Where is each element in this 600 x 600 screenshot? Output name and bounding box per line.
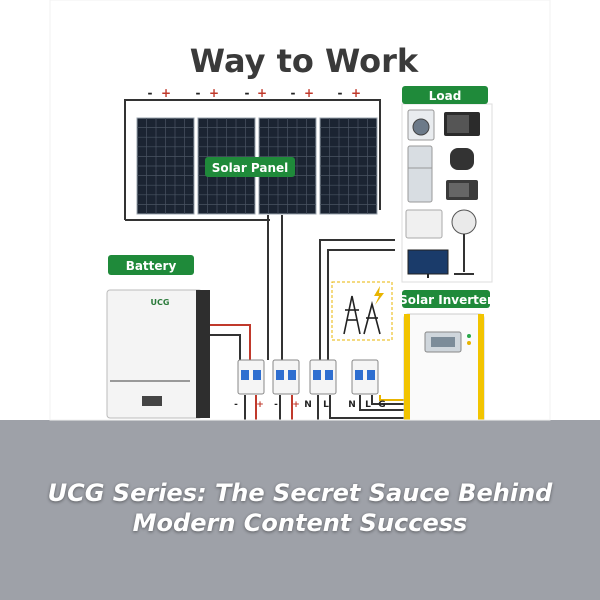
- oven-icon: [444, 112, 480, 136]
- panel-polarity-mark: +: [209, 86, 219, 100]
- breaker-terminal-label: N: [304, 400, 312, 410]
- battery-brand-logo: UCG: [151, 298, 170, 307]
- air-conditioner-icon: [405, 209, 443, 239]
- circuit-breaker: [237, 359, 265, 395]
- microwave-icon: [446, 180, 478, 200]
- panel-polarity-mark: +: [351, 86, 361, 100]
- breaker-terminal-label: G: [378, 400, 385, 410]
- breaker-terminal-label: N: [348, 400, 356, 410]
- panel-polarity-marks: -+-+-+-+-+: [148, 86, 362, 100]
- load-appliances-panel: Load: [401, 86, 493, 283]
- breaker-terminal-label: +: [292, 400, 300, 410]
- battery-label-text: Battery: [126, 259, 177, 273]
- panel-polarity-mark: -: [196, 86, 201, 100]
- refrigerator-icon: [407, 145, 433, 203]
- panel-polarity-mark: +: [161, 86, 171, 100]
- panel-polarity-mark: -: [148, 86, 153, 100]
- panel-polarity-mark: +: [304, 86, 314, 100]
- solar-panel-label-text: Solar Panel: [212, 161, 289, 175]
- breaker-terminal-label: -: [274, 400, 278, 410]
- transmission-tower-icon: [343, 295, 381, 335]
- circuit-breaker: [309, 359, 337, 395]
- solar-inverter-unit: Solar Inverter: [399, 290, 493, 427]
- diagram-title: Way to Work: [190, 42, 419, 80]
- solar-panel-label: Solar Panel: [205, 157, 295, 177]
- rice-cooker-icon: [450, 148, 474, 170]
- panel-polarity-mark: -: [291, 86, 296, 100]
- panel-polarity-mark: -: [338, 86, 343, 100]
- washing-machine-icon: [407, 109, 435, 141]
- circuit-breakers: [237, 359, 379, 395]
- breaker-terminal-label: L: [365, 400, 371, 410]
- breaker-terminal-label: +: [256, 400, 264, 410]
- grid-power-box: [331, 281, 393, 341]
- inverter-label-text: Solar Inverter: [399, 293, 493, 307]
- caption-text: UCG Series: The Secret Sauce Behind Mode…: [0, 478, 600, 538]
- solar-panel-array: [136, 117, 378, 215]
- lightning-icon: [374, 286, 384, 305]
- breaker-terminal-label: L: [323, 400, 329, 410]
- television-icon: [407, 249, 449, 278]
- circuit-breaker: [272, 359, 300, 395]
- panel-polarity-mark: +: [257, 86, 267, 100]
- caption-band: [0, 420, 600, 600]
- circuit-breaker: [351, 359, 379, 395]
- breaker-terminal-label: -: [234, 400, 238, 410]
- caption-line-1: UCG Series: The Secret Sauce Behind: [47, 479, 553, 507]
- panel-polarity-mark: -: [245, 86, 250, 100]
- caption-line-2: Modern Content Success: [132, 509, 468, 537]
- battery-unit: Battery UCG: [106, 255, 210, 419]
- load-label-text: Load: [429, 89, 462, 103]
- fan-icon: [451, 209, 477, 275]
